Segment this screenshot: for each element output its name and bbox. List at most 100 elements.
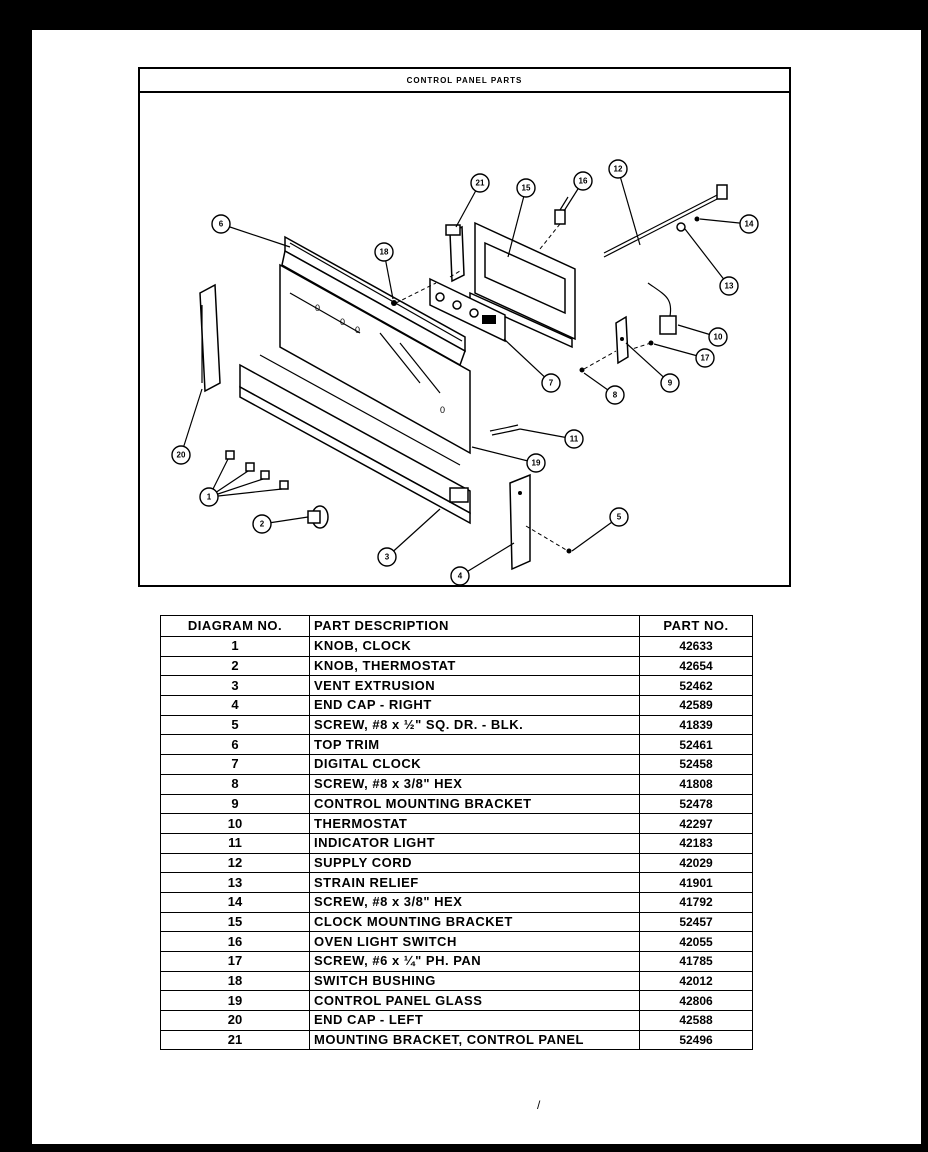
svg-text:13: 13: [725, 282, 734, 291]
callout-3-icon: 3: [377, 547, 397, 567]
end-cap-left-part: [199, 283, 221, 393]
switch-bushing-part: [391, 300, 397, 306]
supply-cord-part: [603, 184, 728, 258]
screw-5-part: [566, 548, 572, 554]
svg-text:18: 18: [380, 248, 389, 257]
part-no-cell: 42055: [639, 931, 753, 952]
part-description-cell: END CAP - RIGHT: [309, 695, 640, 716]
parts-sheet: CONTROL PANEL PARTS 0 0 0 0: [32, 30, 921, 1144]
diagram-title: CONTROL PANEL PARTS: [140, 69, 789, 93]
part-no-cell: 42029: [639, 852, 753, 874]
svg-text:0: 0: [315, 303, 320, 313]
header-diagram-no: DIAGRAM NO.: [160, 615, 310, 637]
top-trim-part: [281, 235, 466, 367]
thermostat-part: [647, 282, 677, 335]
svg-text:3: 3: [385, 553, 390, 562]
part-description-cell: STRAIN RELIEF: [309, 872, 640, 893]
svg-text:0: 0: [340, 317, 345, 327]
part-description-cell: CONTROL MOUNTING BRACKET: [309, 793, 640, 815]
part-no-cell: 42633: [639, 636, 753, 657]
callout-13-icon: 13: [719, 276, 739, 296]
diagram-no-cell: 11: [160, 832, 310, 854]
callout-16-icon: 16: [573, 171, 593, 191]
part-description-cell: KNOB, THERMOSTAT: [309, 655, 640, 677]
part-description-cell: TOP TRIM: [309, 734, 640, 756]
part-no-cell: 42589: [639, 695, 753, 716]
callout-1-icon: 1: [199, 487, 219, 507]
svg-text:20: 20: [177, 451, 186, 460]
part-no-cell: 52461: [639, 734, 753, 756]
part-description-cell: CONTROL PANEL GLASS: [309, 990, 640, 1012]
part-description-cell: OVEN LIGHT SWITCH: [309, 931, 640, 952]
svg-text:0: 0: [355, 325, 360, 335]
callout-8-icon: 8: [605, 385, 625, 405]
svg-text:8: 8: [613, 391, 618, 400]
part-no-cell: 41785: [639, 951, 753, 972]
callout-6-icon: 6: [211, 214, 231, 234]
svg-text:9: 9: [668, 379, 673, 388]
diagram-no-cell: 17: [160, 951, 310, 972]
svg-text:11: 11: [570, 435, 579, 444]
diagram-illustration: 0 0 0 0: [171, 159, 759, 585]
diagram-no-cell: 2: [160, 655, 310, 677]
part-no-cell: 42012: [639, 970, 753, 992]
part-description-cell: VENT EXTRUSION: [309, 675, 640, 697]
callout-12-icon: 12: [608, 159, 628, 179]
clock-mounting-bracket-part: [469, 221, 576, 349]
part-no-cell: 42654: [639, 655, 753, 677]
callout-7-icon: 7: [541, 373, 561, 393]
strain-relief-part: [676, 222, 686, 232]
part-no-cell: 52458: [639, 754, 753, 775]
diagram-no-cell: 9: [160, 793, 310, 815]
diagram-no-cell: 1: [160, 636, 310, 657]
part-no-cell: 41792: [639, 891, 753, 913]
part-no-cell: 41901: [639, 872, 753, 893]
callout-19-icon: 19: [526, 453, 546, 473]
part-description-cell: KNOB, CLOCK: [309, 636, 640, 657]
part-no-cell: 52496: [639, 1029, 753, 1051]
part-description-cell: THERMOSTAT: [309, 813, 640, 834]
diagram-no-cell: 7: [160, 754, 310, 775]
callout-14-icon: 14: [739, 214, 759, 234]
svg-text:4: 4: [458, 572, 463, 581]
callout-18-icon: 18: [374, 242, 394, 262]
diagram-no-cell: 5: [160, 714, 310, 736]
screw-8-part: [579, 367, 585, 373]
part-no-cell: 42806: [639, 990, 753, 1012]
svg-text:15: 15: [522, 184, 531, 193]
part-description-cell: SWITCH BUSHING: [309, 970, 640, 992]
part-description-cell: SCREW, #8 x 3/8" HEX: [309, 891, 640, 913]
diagram-no-cell: 4: [160, 695, 310, 716]
diagram-no-cell: 6: [160, 734, 310, 756]
exploded-diagram: CONTROL PANEL PARTS 0 0 0 0: [138, 67, 791, 587]
header-part-no: PART NO.: [639, 615, 753, 637]
diagram-no-cell: 18: [160, 970, 310, 992]
diagram-no-cell: 15: [160, 911, 310, 933]
mounting-bracket-part: [445, 224, 465, 283]
callout-10-icon: 10: [708, 327, 728, 347]
thermostat-knob-part: [307, 505, 329, 529]
part-description-cell: SCREW, #6 x ¼" PH. PAN: [309, 951, 640, 972]
svg-text:7: 7: [549, 379, 554, 388]
diagram-no-cell: 14: [160, 891, 310, 913]
control-mounting-bracket-part: [615, 315, 629, 365]
part-no-cell: 41808: [639, 773, 753, 795]
svg-text:1: 1: [207, 493, 212, 502]
part-description-cell: SCREW, #8 x ½" SQ. DR. - BLK.: [309, 714, 640, 736]
part-no-cell: 42297: [639, 813, 753, 834]
vent-extrusion-part: [239, 354, 471, 525]
end-cap-right-part: [509, 473, 531, 571]
